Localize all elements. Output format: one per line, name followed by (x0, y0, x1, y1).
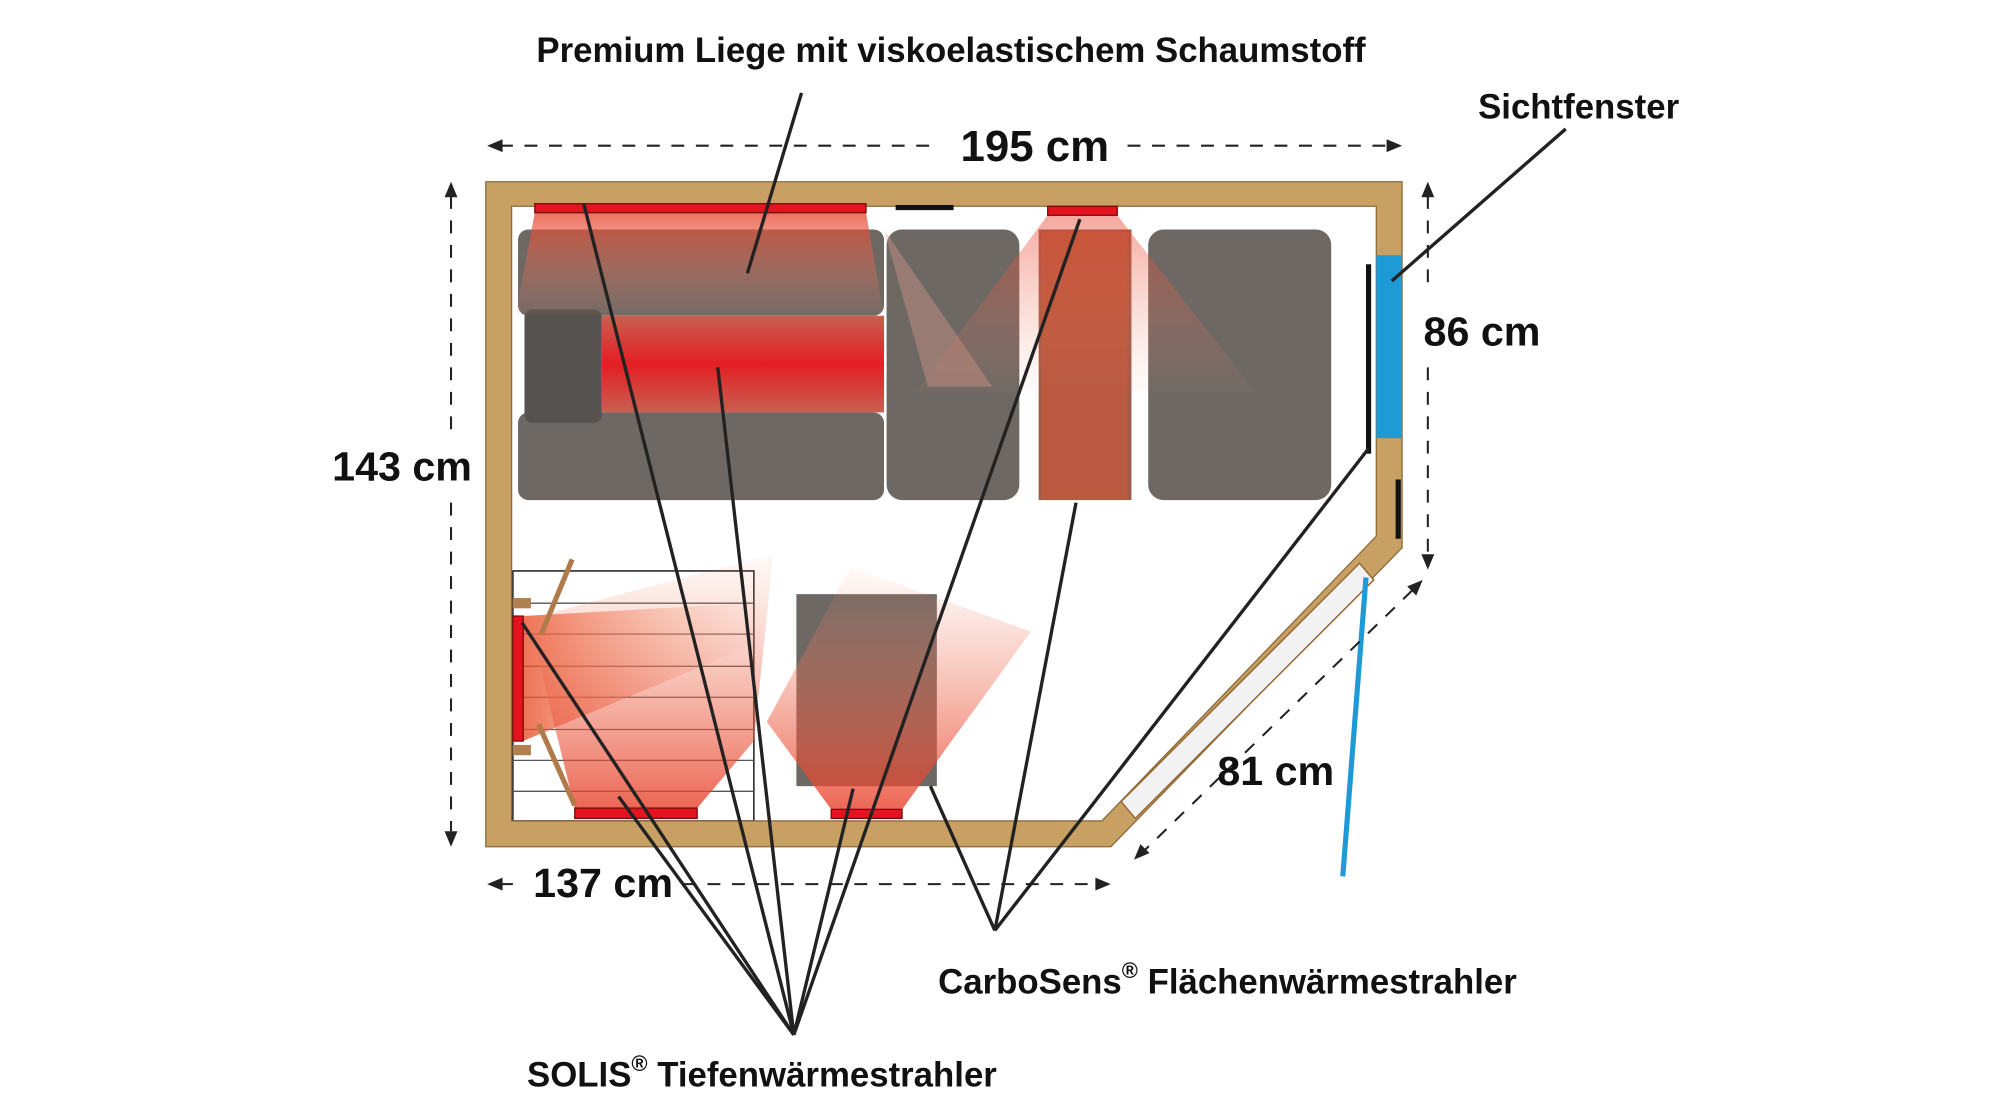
door-open-indicator (1340, 577, 1369, 877)
glass-door (1120, 562, 1375, 820)
heater-top-left (534, 203, 867, 214)
heater-left (512, 615, 524, 742)
leader-lines (520, 92, 1567, 1036)
heater-bottom-right (830, 808, 903, 820)
viewing-window (1376, 255, 1403, 439)
heater-top-right (1047, 205, 1118, 216)
label-solis: SOLIS® Tiefenwärmestrahler (527, 1051, 997, 1094)
label-carbosens: CarboSens® Flächenwärmestrahler (938, 958, 1517, 1001)
dimension-width-bottom: 137 cm (533, 860, 673, 906)
dimension-door: 81 cm (1217, 748, 1334, 794)
vent (895, 204, 954, 211)
dimension-width-top: 195 cm (961, 122, 1110, 171)
heat-radiation (515, 212, 1257, 810)
window-frame (1365, 264, 1372, 454)
dimension-depth-left: 143 cm (332, 444, 472, 490)
label-viewing-window: Sichtfenster (1478, 89, 1679, 127)
heater-brackets (512, 558, 578, 807)
headrest (524, 309, 602, 423)
heaters (512, 203, 1118, 820)
label-lounger: Premium Liege mit viskoelastischem Schau… (536, 32, 1366, 70)
door-hinge (1395, 479, 1401, 539)
dimension-depth-right: 86 cm (1424, 308, 1541, 354)
heater-bottom-left (574, 807, 698, 820)
cushion (1148, 229, 1332, 501)
